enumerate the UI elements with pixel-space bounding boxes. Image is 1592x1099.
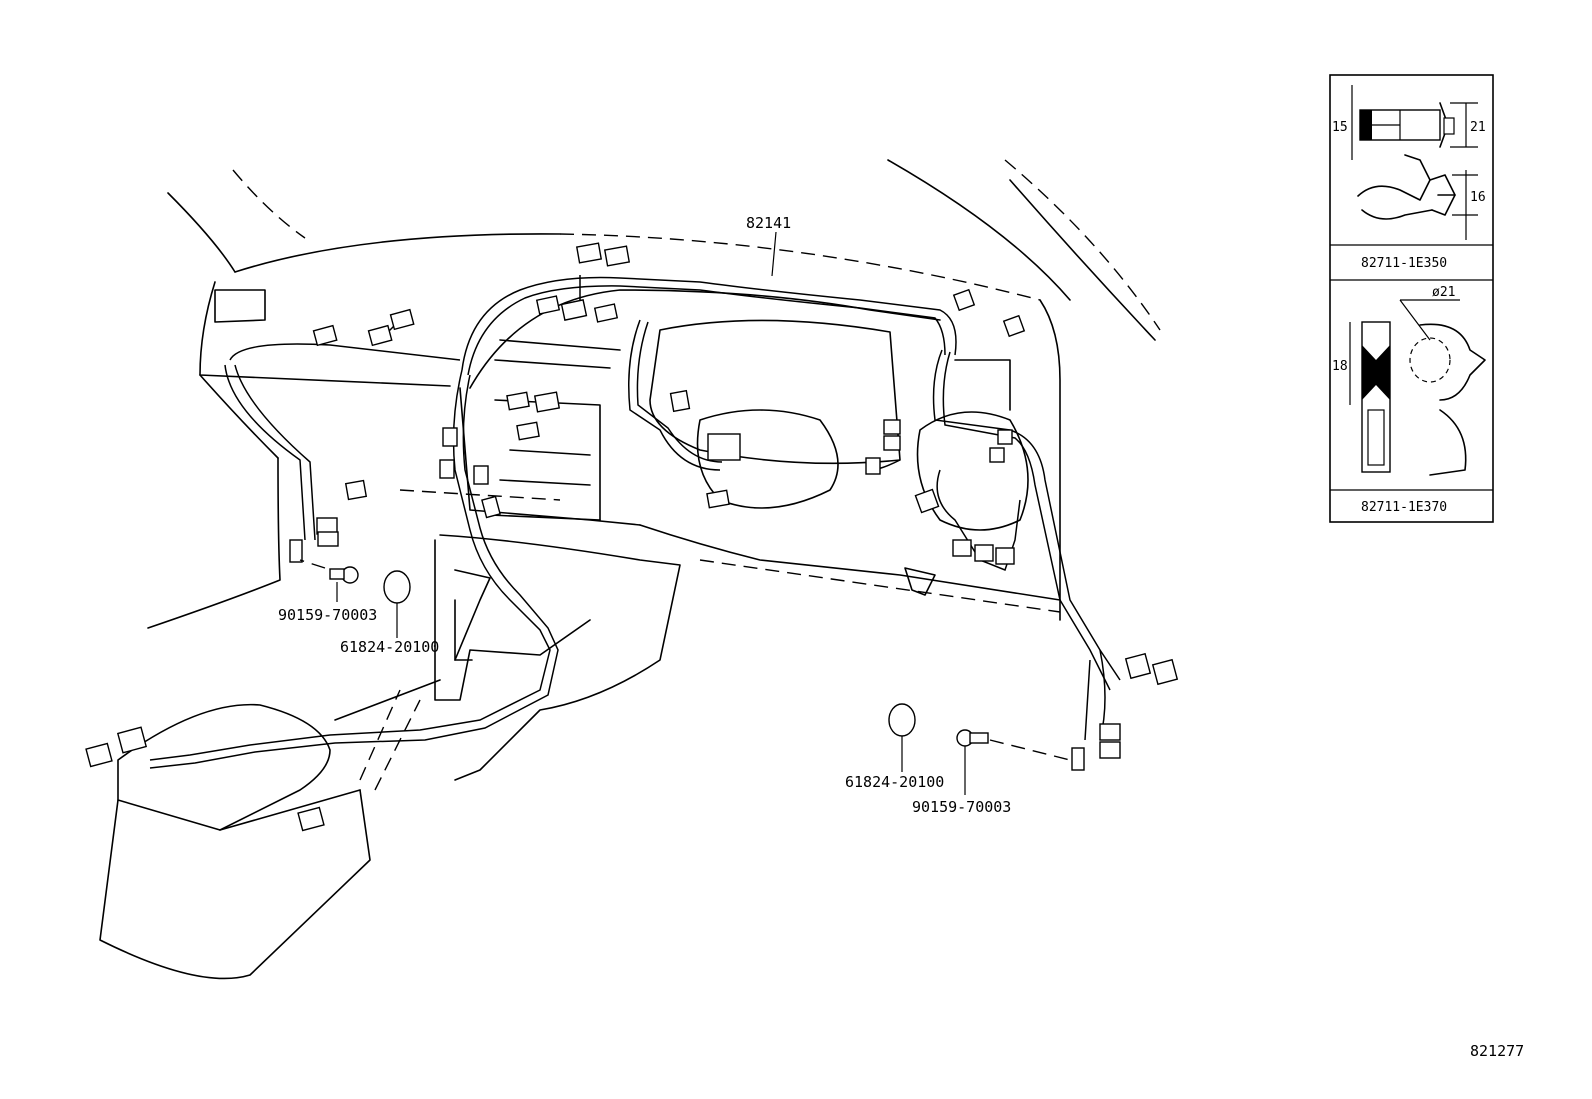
- callout-grommet-right: 61824-20100: [845, 773, 944, 791]
- clip-a-dim-16: 16: [1470, 190, 1486, 205]
- clip-a-dim-21: 21: [1470, 120, 1486, 135]
- grommet-left: [383, 570, 411, 638]
- grommet-right: [888, 703, 916, 772]
- main-harness-routing: [149, 275, 1121, 769]
- clip-a-dim-15: 15: [1332, 120, 1348, 135]
- clip-a-part-number: 82711-1E350: [1361, 256, 1447, 271]
- windshield-outline: [167, 159, 1161, 341]
- callout-grommet-left: 61824-20100: [340, 638, 439, 656]
- center-console: [99, 534, 681, 980]
- clip-inset-box: 15 21 16 82711-1E350 18 ø21 82711-1E370: [1329, 74, 1494, 523]
- callout-screw-right: 90159-70003: [912, 798, 1011, 816]
- screw-right: [956, 729, 1071, 795]
- clip-b-dim-18: 18: [1332, 359, 1348, 374]
- harness-connectors: [85, 242, 1179, 832]
- clip-b-dim-phi21: ø21: [1432, 285, 1455, 300]
- callout-screw-left: 90159-70003: [278, 606, 377, 624]
- main-harness-leader: [771, 231, 777, 277]
- clip-b-part-number: 82711-1E370: [1361, 500, 1447, 515]
- instrument-panel-outline: [147, 233, 1061, 629]
- callout-main-harness: 82141: [746, 214, 791, 232]
- clip-a-drawing: [1351, 85, 1478, 240]
- clip-b-drawing: [1349, 299, 1486, 476]
- screw-left: [329, 566, 359, 602]
- diagram-id: 821277: [1470, 1042, 1524, 1060]
